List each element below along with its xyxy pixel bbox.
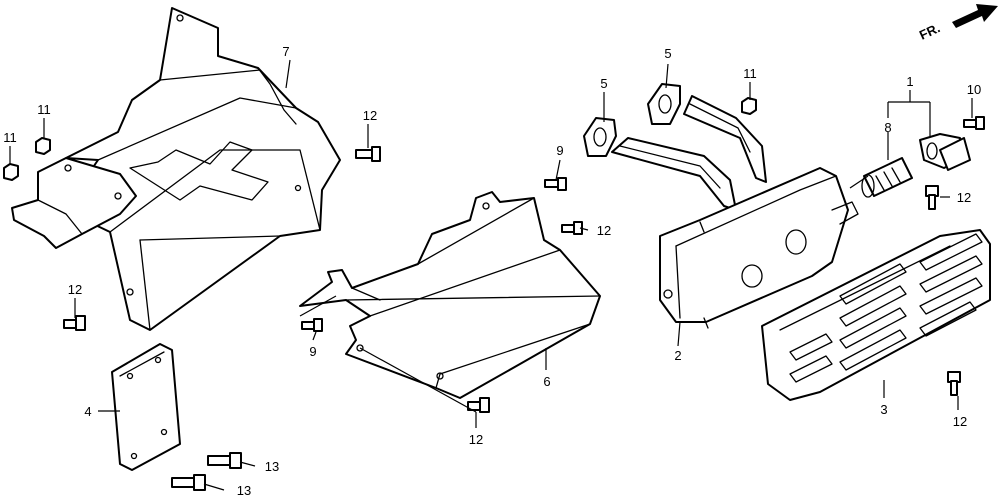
callout-8: 8 [884, 120, 891, 135]
bolt-icon [544, 177, 567, 191]
bolt-icon [947, 371, 961, 396]
front-label: FR. [917, 20, 942, 42]
part-7-side-plate [11, 157, 137, 249]
callout-7: 7 [282, 44, 289, 59]
part-5-gasket-left [583, 117, 617, 157]
front-arrow-icon [952, 4, 998, 28]
nut-icon [3, 163, 19, 181]
callout-11: 11 [743, 66, 757, 81]
callout-12: 12 [68, 282, 82, 297]
callout-10: 10 [967, 82, 981, 97]
callout-12: 12 [363, 108, 377, 123]
part-5-gasket-right [647, 83, 681, 125]
bolt-icon [301, 318, 323, 332]
bolt-icon [561, 221, 583, 235]
part-7-rear-bracket [63, 7, 341, 331]
fasteners [3, 97, 985, 491]
callout-4: 4 [84, 404, 91, 419]
part-1-tailpipe-assembly [919, 133, 971, 171]
part-4-plate [111, 343, 181, 471]
grille-slots [789, 233, 983, 383]
exhaust-pipes [611, 95, 767, 211]
bolt-icon [171, 474, 206, 491]
bolt-icon [963, 116, 985, 130]
bolt-icon [467, 397, 490, 413]
part-2-muffler [659, 167, 859, 329]
callout-12: 12 [953, 414, 967, 429]
bolt-icon [207, 452, 242, 469]
bolt-icon [355, 146, 381, 162]
nut-icon [35, 137, 51, 155]
callout-11: 11 [37, 102, 51, 117]
nut-icon [741, 97, 757, 115]
part-3-muffler-protector [761, 229, 991, 401]
callout-5: 5 [664, 46, 671, 61]
callout-2: 2 [674, 348, 681, 363]
callout-11: 11 [3, 130, 17, 145]
callout-12: 12 [957, 190, 971, 205]
callout-9: 9 [309, 344, 316, 359]
part-6-lower-heat-shield [299, 191, 601, 399]
callout-6: 6 [543, 374, 550, 389]
callout-12: 12 [597, 223, 611, 238]
bolt-icon [925, 185, 939, 210]
part-8-screen [861, 157, 913, 198]
callout-3: 3 [880, 402, 887, 417]
callout-1: 1 [906, 74, 913, 89]
bolt-icon [63, 315, 86, 331]
callout-13: 13 [237, 483, 251, 498]
callout-12: 12 [469, 432, 483, 447]
callout-9: 9 [556, 143, 563, 158]
front-direction-indicator: FR. [917, 4, 998, 43]
callout-5: 5 [600, 76, 607, 91]
callout-13: 13 [265, 459, 279, 474]
callout-labels: 7 12 11 11 12 4 13 13 9 12 9 12 6 5 5 11… [3, 44, 981, 498]
leader-lines [9, 59, 973, 491]
